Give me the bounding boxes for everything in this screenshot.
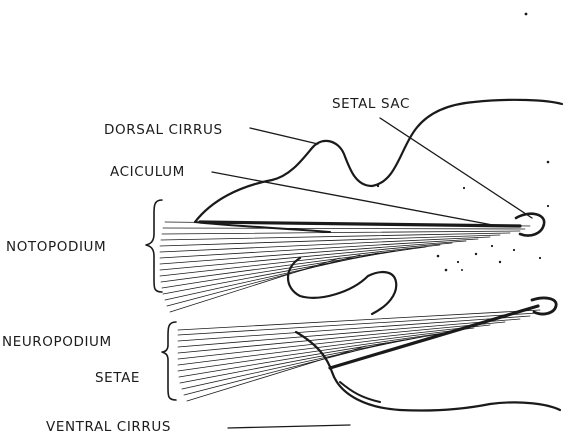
notopodium-setae <box>160 222 530 312</box>
leader-dorsal-cirrus <box>250 128 318 144</box>
notopodium-label: NOTOPODIUM <box>6 239 106 255</box>
leader-aciculum <box>212 172 498 226</box>
neuropodium-lobe-outline <box>296 332 560 411</box>
leader-ventral-cirrus <box>228 425 350 428</box>
aciculum-label: ACICULUM <box>110 164 185 180</box>
neuropodium-brace <box>162 322 176 400</box>
setae-label: SETAE <box>95 370 140 386</box>
neuropodium-label: NEUROPODIUM <box>2 334 112 350</box>
setal-sac-label: SETAL SAC <box>332 96 410 112</box>
specks <box>377 13 550 272</box>
leader-setal-sac <box>380 118 532 218</box>
mid-lobe-outline <box>288 258 396 314</box>
neuropodium-setae <box>178 310 540 401</box>
dorsal-cirrus-label: DORSAL CIRRUS <box>104 122 223 138</box>
ventral-cirrus-label: VENTRAL CIRRUS <box>46 419 171 435</box>
ventral-aciculum-rod <box>330 306 538 368</box>
